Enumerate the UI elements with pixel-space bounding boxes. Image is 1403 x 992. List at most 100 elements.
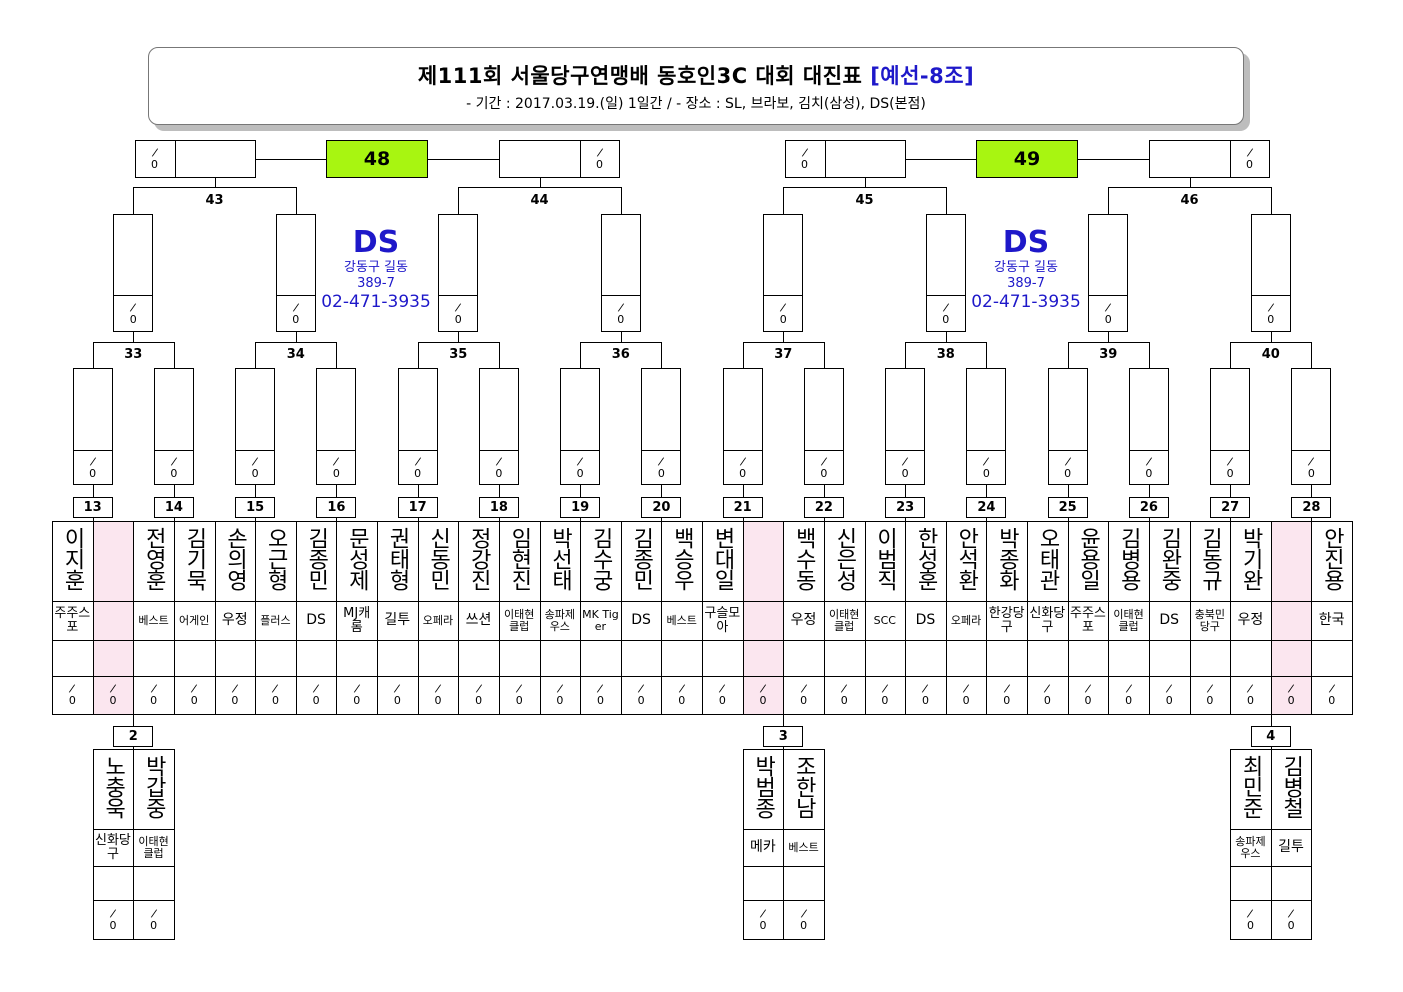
player-name: 김종민: [628, 527, 654, 590]
bracket-line: [539, 178, 541, 187]
bracket-line: [417, 485, 419, 497]
score-fraction: /0: [1283, 682, 1299, 707]
bracket-line: [945, 187, 947, 214]
player-club: 우정: [221, 612, 248, 628]
score-fraction: /0: [999, 681, 1015, 706]
score-slash: /: [840, 681, 848, 696]
score-slash: /: [759, 906, 767, 920]
score-fraction: /0: [105, 906, 121, 930]
player-club: DS: [631, 612, 651, 628]
venue-block-left: DS 강동구 길동 389-7 02-471-3935: [300, 226, 452, 313]
bracket-line: [133, 332, 135, 342]
bracket-line: [966, 450, 1007, 451]
player-club: DS: [1159, 612, 1180, 628]
bracket-line: [1108, 521, 1110, 714]
match-number: 37: [774, 347, 793, 362]
player-club: 한강당구: [988, 605, 1025, 635]
match-number: 40: [1261, 347, 1280, 362]
bracket-line: [1291, 450, 1332, 451]
score-slash: /: [170, 454, 178, 469]
score-value: 0: [1084, 694, 1092, 707]
player-name: 오근형: [263, 527, 289, 590]
player-club: 어게인: [179, 613, 210, 627]
bracket-line: [803, 450, 844, 451]
player-name: 박선태: [547, 527, 573, 590]
bracket-line: [864, 521, 866, 714]
score-slash: /: [352, 681, 361, 696]
score-value: 0: [312, 694, 320, 707]
player-club: 한국: [1318, 612, 1345, 628]
bracket-line: [986, 485, 988, 497]
advance-slot: [1047, 368, 1088, 485]
score-value: 0: [678, 694, 686, 707]
player-name: 김기묵: [181, 527, 207, 590]
score-value: 0: [881, 694, 889, 707]
score-fraction: /0: [1060, 455, 1076, 479]
bracket-line: [1067, 521, 1069, 714]
player-club: 주주스포: [1069, 605, 1106, 635]
score-slash: /: [129, 300, 138, 315]
bracket-line: [1067, 485, 1069, 497]
bracket-line: [133, 747, 135, 749]
bracket-line: [214, 521, 216, 714]
score-fraction: /0: [227, 681, 243, 707]
player-name: 권태형: [385, 527, 410, 590]
bracket-line: [255, 159, 326, 160]
score-value: 0: [515, 694, 523, 707]
score-slash: /: [1287, 906, 1295, 920]
bracket-line: [1108, 187, 1271, 188]
player-name: 백수동: [791, 527, 817, 590]
player-club: 길투: [1278, 839, 1304, 855]
bracket-line: [92, 900, 174, 901]
score-value: 0: [109, 694, 117, 707]
bracket-line: [1067, 342, 1069, 368]
score-fraction: /0: [1242, 146, 1258, 170]
score-value: 0: [231, 694, 239, 707]
bracket-line: [92, 829, 174, 830]
score-value: 0: [1328, 694, 1336, 707]
venue-district: 강동구 길동: [344, 260, 408, 275]
match-number: 17: [397, 497, 438, 518]
bracket-line: [1250, 295, 1291, 296]
advance-slot: [275, 214, 316, 332]
match-number: 15: [235, 497, 276, 518]
advance-slot: [478, 368, 519, 485]
score-fraction: /0: [897, 455, 913, 479]
score-value: 0: [1246, 918, 1254, 932]
score-value: 0: [434, 694, 442, 707]
score-fraction: /0: [247, 455, 263, 479]
player-club: 우정: [1237, 612, 1264, 628]
bracket-line: [905, 485, 907, 497]
bracket-line: [661, 342, 663, 368]
score-slash: /: [454, 300, 463, 315]
bracket-line: [1148, 485, 1150, 497]
score-value: 0: [596, 694, 604, 707]
match-number: 35: [449, 347, 468, 362]
score-slash: /: [231, 681, 239, 696]
score-value: 0: [1287, 694, 1295, 707]
match-number: 21: [722, 497, 763, 518]
bracket-line: [377, 521, 378, 714]
bracket-line: [255, 342, 257, 368]
bracket-line: [336, 521, 338, 714]
bracket-line: [397, 450, 438, 451]
score-fraction: /0: [836, 681, 852, 706]
score-value: 0: [820, 467, 828, 480]
score-slash: /: [799, 681, 808, 696]
bracket-line: [560, 450, 601, 451]
score-slash: /: [1104, 300, 1113, 315]
score-slash: /: [881, 681, 889, 696]
bracket-line: [498, 485, 500, 497]
score-slash: /: [413, 454, 422, 469]
bracket-line: [173, 342, 175, 368]
score-slash: /: [1002, 681, 1011, 696]
bracket-line: [417, 342, 499, 343]
bracket-line: [458, 187, 621, 188]
score-slash: /: [759, 681, 767, 696]
score-value: 0: [89, 467, 97, 480]
score-slash: /: [1266, 300, 1275, 315]
venue-phone: 02-471-3935: [971, 292, 1081, 312]
score-slash: /: [495, 454, 503, 469]
score-value: 0: [454, 313, 462, 326]
bracket-line: [702, 521, 703, 714]
